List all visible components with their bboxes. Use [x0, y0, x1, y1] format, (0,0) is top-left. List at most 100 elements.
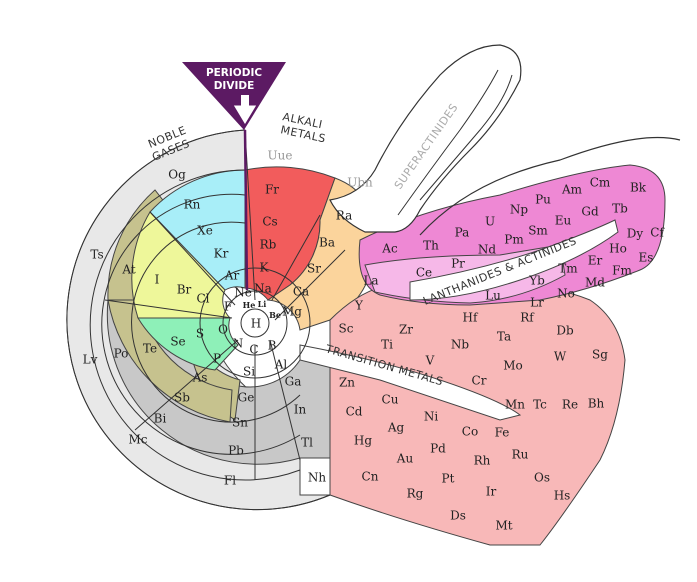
- element-K[interactable]: K: [260, 261, 270, 275]
- element-Er[interactable]: Er: [588, 254, 603, 268]
- element-Fr[interactable]: Fr: [265, 183, 279, 197]
- element-Li[interactable]: Li: [258, 299, 267, 309]
- element-In[interactable]: In: [294, 403, 307, 417]
- element-Ba[interactable]: Ba: [319, 236, 335, 250]
- element-Ra[interactable]: Ra: [336, 209, 352, 223]
- element-Nb[interactable]: Nb: [451, 338, 470, 352]
- element-C[interactable]: C: [249, 343, 258, 357]
- element-Ho[interactable]: Ho: [609, 242, 627, 256]
- element-Nh[interactable]: Nh: [308, 471, 327, 485]
- element-Te[interactable]: Te: [143, 342, 157, 356]
- element-P[interactable]: P: [213, 352, 221, 366]
- element-I[interactable]: I: [155, 273, 160, 287]
- element-Bi[interactable]: Bi: [154, 412, 167, 426]
- element-Al[interactable]: Al: [274, 358, 288, 372]
- element-Tc[interactable]: Tc: [533, 398, 547, 412]
- element-Gd[interactable]: Gd: [581, 205, 599, 219]
- element-No[interactable]: No: [557, 287, 575, 301]
- element-Ir[interactable]: Ir: [486, 485, 497, 499]
- element-Dy[interactable]: Dy: [627, 227, 644, 241]
- element-Cm[interactable]: Cm: [590, 176, 611, 190]
- element-Tb[interactable]: Tb: [612, 202, 628, 216]
- element-Rb[interactable]: Rb: [260, 238, 277, 252]
- element-Xe[interactable]: Xe: [197, 224, 213, 238]
- element-Sr[interactable]: Sr: [307, 262, 321, 276]
- element-Sm[interactable]: Sm: [528, 224, 548, 238]
- element-Ac[interactable]: Ac: [381, 242, 398, 256]
- element-Ge[interactable]: Ge: [238, 391, 255, 405]
- element-Rg[interactable]: Rg: [407, 487, 424, 501]
- element-U[interactable]: U: [485, 215, 495, 229]
- element-Tl[interactable]: Tl: [301, 436, 313, 450]
- element-Db[interactable]: Db: [556, 324, 574, 338]
- element-Ga[interactable]: Ga: [285, 375, 302, 389]
- element-Pa[interactable]: Pa: [455, 226, 470, 240]
- element-Pb[interactable]: Pb: [228, 444, 244, 458]
- element-Md[interactable]: Md: [585, 276, 605, 290]
- element-Og[interactable]: Og: [168, 168, 186, 182]
- element-W[interactable]: W: [554, 350, 567, 364]
- element-Cd[interactable]: Cd: [346, 405, 363, 419]
- element-Nd[interactable]: Nd: [478, 243, 497, 257]
- element-Rf[interactable]: Rf: [520, 311, 535, 325]
- element-Se[interactable]: Se: [170, 335, 185, 349]
- element-Cl[interactable]: Cl: [196, 292, 209, 306]
- element-Ts[interactable]: Ts: [90, 248, 103, 262]
- element-Be[interactable]: Be: [269, 310, 281, 320]
- element-Sc[interactable]: Sc: [339, 322, 354, 336]
- element-Yb[interactable]: Yb: [528, 274, 545, 288]
- element-Lu[interactable]: Lu: [485, 289, 501, 303]
- element-La[interactable]: La: [363, 274, 378, 288]
- element-Y[interactable]: Y: [354, 299, 364, 313]
- element-Ar[interactable]: Ar: [224, 269, 240, 283]
- element-Mg[interactable]: Mg: [282, 305, 302, 319]
- element-Mc[interactable]: Mc: [128, 433, 147, 447]
- element-Lv[interactable]: Lv: [83, 353, 98, 367]
- element-Tm[interactable]: Tm: [558, 262, 578, 276]
- element-Pu[interactable]: Pu: [535, 193, 551, 207]
- element-Fe[interactable]: Fe: [495, 426, 510, 440]
- element-Cf[interactable]: Cf: [650, 226, 665, 240]
- element-S[interactable]: S: [196, 327, 204, 341]
- element-Zr[interactable]: Zr: [399, 323, 413, 337]
- element-Pd[interactable]: Pd: [430, 442, 446, 456]
- element-F[interactable]: F: [224, 300, 232, 314]
- element-Si[interactable]: Si: [243, 365, 255, 379]
- element-Th[interactable]: Th: [423, 239, 439, 253]
- element-Ti[interactable]: Ti: [381, 338, 393, 352]
- element-Cr[interactable]: Cr: [472, 374, 487, 388]
- element-Ta[interactable]: Ta: [497, 330, 511, 344]
- element-Na[interactable]: Na: [254, 282, 272, 296]
- element-Cn[interactable]: Cn: [362, 470, 379, 484]
- element-Ce[interactable]: Ce: [416, 266, 432, 280]
- element-Lr[interactable]: Lr: [530, 296, 544, 310]
- element-Uue[interactable]: Uue: [268, 149, 293, 163]
- element-Cu[interactable]: Cu: [382, 393, 399, 407]
- element-Sn[interactable]: Sn: [232, 416, 248, 430]
- element-Re[interactable]: Re: [562, 398, 578, 412]
- element-Rh[interactable]: Rh: [474, 454, 491, 468]
- element-Am[interactable]: Am: [561, 183, 583, 197]
- element-Bk[interactable]: Bk: [630, 181, 647, 195]
- element-N[interactable]: N: [233, 337, 244, 351]
- element-Ag[interactable]: Ag: [387, 421, 405, 435]
- element-Co[interactable]: Co: [462, 425, 478, 439]
- element-Mo[interactable]: Mo: [503, 359, 523, 373]
- element-Po[interactable]: Po: [114, 347, 129, 361]
- element-Sb[interactable]: Sb: [174, 391, 190, 405]
- element-Np[interactable]: Np: [510, 203, 529, 217]
- element-Sg[interactable]: Sg: [592, 348, 608, 362]
- element-Ne[interactable]: Ne: [234, 286, 252, 300]
- element-Mt[interactable]: Mt: [495, 519, 512, 533]
- element-Ca[interactable]: Ca: [293, 285, 309, 299]
- element-Mn[interactable]: Mn: [505, 398, 525, 412]
- element-As[interactable]: As: [192, 371, 208, 385]
- element-Hf[interactable]: Hf: [463, 311, 479, 325]
- element-Cs[interactable]: Cs: [262, 215, 277, 229]
- element-He[interactable]: He: [243, 300, 256, 310]
- element-Eu[interactable]: Eu: [555, 214, 572, 228]
- element-Pt[interactable]: Pt: [442, 472, 455, 486]
- element-Os[interactable]: Os: [534, 471, 550, 485]
- element-Au[interactable]: Au: [396, 452, 414, 466]
- element-O[interactable]: O: [218, 323, 228, 337]
